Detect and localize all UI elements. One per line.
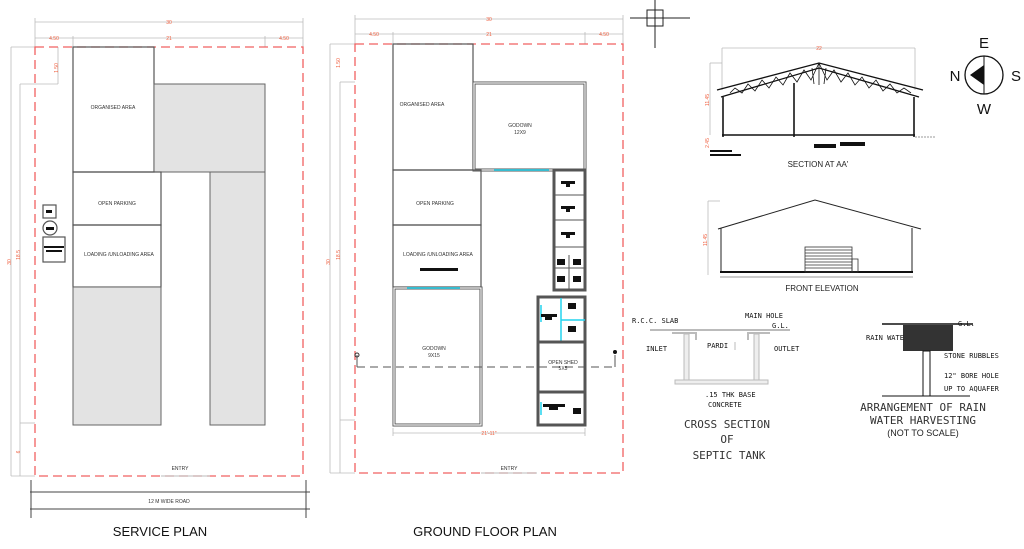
entry-label: ENTRY xyxy=(501,466,519,472)
dim-total-width: 30 xyxy=(486,17,492,23)
dim-front-offset: 1.50 xyxy=(336,58,342,68)
label-outlet: OUTLET xyxy=(774,345,800,353)
dim-building-width: 21 xyxy=(486,32,492,38)
loading-area-label: LOADING /UNLOADING AREA xyxy=(84,252,154,258)
dim-total-depth: 30 xyxy=(326,259,332,265)
open-parking xyxy=(392,169,482,226)
section-width: 22 xyxy=(816,46,822,52)
section-title: SECTION AT AA' xyxy=(788,160,849,169)
dim-left-setback: 4.50 xyxy=(369,32,379,38)
dimension-lines xyxy=(329,15,624,474)
dim-total-depth: 30 xyxy=(7,259,13,265)
label-main-hole: MAIN HOLE xyxy=(745,312,783,320)
open-shed-label: OPEN SHED xyxy=(548,360,578,366)
organised-area-label: ORGANISED AREA xyxy=(400,102,445,108)
dimension-lines xyxy=(10,18,304,477)
dim-building-width: 21 xyxy=(166,36,172,42)
foundations xyxy=(710,142,865,156)
front-elevation: 11.45 FRONT ELEVATION xyxy=(703,199,922,293)
service-plan-title: SERVICE PLAN xyxy=(113,524,207,539)
label-bore-hole: 12" BORE HOLE xyxy=(944,372,999,380)
dim-inner-depth: 18.5 xyxy=(16,250,22,260)
dim-left-setback: 4.50 xyxy=(49,36,59,42)
label-gl: G.L. xyxy=(958,320,975,328)
road xyxy=(30,480,310,518)
septic-tank-section: R.C.C. SLAB MAIN HOLE G.L. INLET PARDI O… xyxy=(632,312,800,462)
roof-truss xyxy=(716,62,924,98)
open-parking-label: OPEN PARKING xyxy=(416,201,454,207)
label-aquifer: UP TO AQUAFER xyxy=(944,385,1000,393)
dim-total-width: 30 xyxy=(166,20,172,26)
columns xyxy=(722,83,915,137)
dim-right-setback: 4.50 xyxy=(279,36,289,42)
loading-ramp xyxy=(420,268,458,271)
label-rain-water: RAIN WATE xyxy=(866,334,904,342)
godown-1-size: 12X9 xyxy=(514,130,526,136)
dim-rear: 6 xyxy=(16,450,22,453)
office-room xyxy=(536,295,587,344)
open-parking-label: OPEN PARKING xyxy=(98,201,136,207)
ground-floor-plan: 30 4.50 21 4.50 1.50 30 18.5 21'-11" ORG… xyxy=(326,15,624,539)
elevation-height: 11.45 xyxy=(703,234,709,246)
crosshair-marker xyxy=(630,0,690,48)
compass-icon: E N S W xyxy=(950,35,1021,118)
septic-title-3: SEPTIC TANK xyxy=(693,449,766,462)
open-parking xyxy=(72,171,162,226)
entry-label: ENTRY xyxy=(172,466,190,472)
paved-area xyxy=(153,83,266,173)
organised-area-label: ORGANISED AREA xyxy=(91,105,136,111)
rain-water-harvesting: G.L. RAIN WATE STONE RUBBLES 12" BORE HO… xyxy=(860,320,999,438)
label-stone-rubbles: STONE RUBBLES xyxy=(944,352,999,360)
label-base-concrete-2: CONCRETE xyxy=(708,401,742,409)
label-inlet: INLET xyxy=(646,345,668,353)
toilet-block xyxy=(552,168,587,292)
road-label: 12 M WIDE ROAD xyxy=(148,499,190,505)
store-room xyxy=(536,390,587,427)
section-height: 11.45 xyxy=(705,94,711,106)
utility-fixtures xyxy=(42,204,66,263)
paved-strip xyxy=(209,171,266,426)
septic-title-1: CROSS SECTION xyxy=(684,418,770,431)
septic-title-2: OF xyxy=(720,433,733,446)
compass-s: S xyxy=(1011,68,1021,85)
compass-w: W xyxy=(977,101,992,118)
elevation-title: FRONT ELEVATION xyxy=(785,284,859,293)
godown-2-label: GODOWN xyxy=(422,346,446,352)
compass-e: E xyxy=(979,35,989,52)
rwh-title-2: WATER HARVESTING xyxy=(870,414,976,427)
rolling-shutter xyxy=(804,246,859,273)
godown-1-label: GODOWN xyxy=(508,123,532,129)
service-plan: 30 4.50 21 4.50 1.50 30 18.5 6 ORGANISED… xyxy=(7,18,310,539)
open-shed-size: 5X5 xyxy=(559,366,568,372)
label-rcc-slab: R.C.C. SLAB xyxy=(632,317,678,325)
compass-n: N xyxy=(950,68,961,85)
section-plinth: 2.45 xyxy=(705,138,711,148)
label-gl: G.L. xyxy=(772,322,789,330)
rwh-title-1: ARRANGEMENT OF RAIN xyxy=(860,401,986,414)
dim-right-setback: 4.50 xyxy=(599,32,609,38)
paved-block xyxy=(72,286,162,426)
rwh-title-3: (NOT TO SCALE) xyxy=(887,428,959,438)
label-base-concrete-1: .15 THK BASE xyxy=(705,391,756,399)
ground-floor-plan-title: GROUND FLOOR PLAN xyxy=(413,524,557,539)
dim-inner-depth: 18.5 xyxy=(336,250,342,260)
godown-2-size: 9X15 xyxy=(428,353,440,359)
section-aa: 22 11.45 2.45 SECTION AT AA' xyxy=(705,46,935,169)
dim-front-offset: 1.50 xyxy=(54,63,60,73)
loading-area-label: LOADING /UNLOADING AREA xyxy=(403,252,473,258)
section-line-aa xyxy=(354,350,617,368)
label-pardi: PARDI xyxy=(707,342,728,350)
dim-bottom: 21'-11" xyxy=(481,431,496,437)
